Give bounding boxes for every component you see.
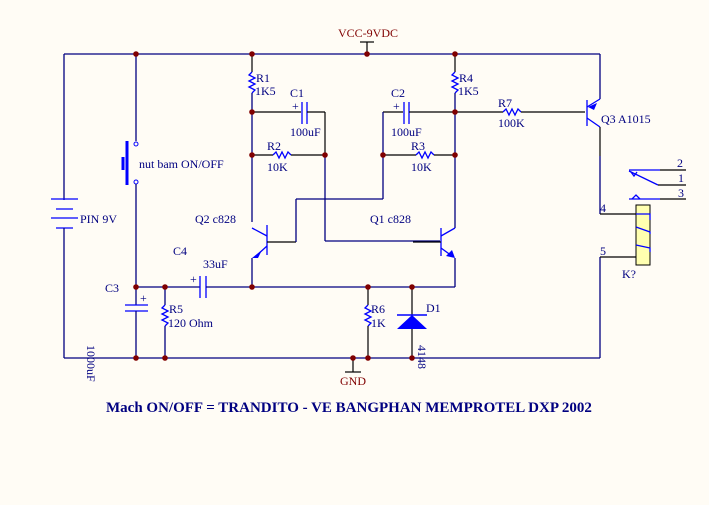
junction bbox=[133, 284, 139, 290]
vcc-label: VCC-9VDC bbox=[338, 26, 398, 40]
junction bbox=[162, 284, 168, 290]
c4-ref: C4 bbox=[173, 244, 187, 258]
r7-value: 100K bbox=[498, 116, 525, 130]
q2-label: Q2 c828 bbox=[195, 212, 236, 226]
r1-ref: R1 bbox=[256, 71, 270, 85]
battery: PIN 9V bbox=[51, 54, 117, 358]
junction bbox=[409, 284, 415, 290]
relay-k: 2 1 3 4 5 K? bbox=[599, 156, 686, 358]
vcc-rail: VCC-9VDC bbox=[64, 26, 600, 55]
r3-ref: R3 bbox=[411, 139, 425, 153]
r2-value: 10K bbox=[267, 160, 288, 174]
junctions bbox=[133, 51, 458, 361]
junction bbox=[365, 284, 371, 290]
r4-value: 1K5 bbox=[458, 84, 479, 98]
relay-pin-3: 3 bbox=[678, 186, 684, 200]
switch-label: nut bam ON/OFF bbox=[139, 157, 224, 171]
junction bbox=[249, 152, 255, 158]
battery-label: PIN 9V bbox=[80, 212, 117, 226]
c4-polarity: + bbox=[190, 272, 197, 286]
capacitor-c3: + C3 1000uF bbox=[84, 281, 148, 382]
c3-ref: C3 bbox=[105, 281, 119, 295]
c3-polarity: + bbox=[140, 291, 147, 305]
r4-ref: R4 bbox=[459, 71, 473, 85]
transistor-q2: Q2 c828 bbox=[195, 198, 383, 287]
resistor-r5: R5 120 Ohm bbox=[136, 286, 214, 358]
r1-value: 1K5 bbox=[255, 84, 276, 98]
junction bbox=[322, 152, 328, 158]
d1-value: 4148 bbox=[415, 345, 429, 369]
junction bbox=[133, 51, 139, 57]
d1-ref: D1 bbox=[426, 301, 441, 315]
c4-value: 33uF bbox=[203, 257, 228, 271]
junction bbox=[364, 51, 370, 57]
resistor-r7: R7 100K bbox=[455, 96, 585, 130]
junction bbox=[249, 109, 255, 115]
r5-value: 120 Ohm bbox=[168, 316, 214, 330]
transistor-q3: Q3 A1015 bbox=[586, 54, 651, 215]
relay-pin-1: 1 bbox=[678, 171, 684, 185]
junction bbox=[452, 152, 458, 158]
r7-ref: R7 bbox=[498, 96, 512, 110]
c2-polarity: + bbox=[393, 99, 400, 113]
c3-value: 1000uF bbox=[84, 345, 98, 382]
junction bbox=[380, 152, 386, 158]
gnd-label: GND bbox=[340, 374, 366, 388]
r2-ref: R2 bbox=[267, 139, 281, 153]
r5-ref: R5 bbox=[169, 302, 183, 316]
capacitor-c1: + C1 100uF bbox=[252, 86, 326, 155]
junction bbox=[249, 284, 255, 290]
gnd-rail: GND bbox=[64, 357, 600, 388]
c2-value: 100uF bbox=[391, 125, 422, 139]
r6-ref: R6 bbox=[371, 302, 385, 316]
junction bbox=[133, 355, 139, 361]
q1-label: Q1 c828 bbox=[370, 212, 411, 226]
junction bbox=[350, 355, 356, 361]
r6-value: 1K bbox=[371, 316, 386, 330]
relay-pin-4: 4 bbox=[600, 201, 606, 215]
c1-polarity: + bbox=[292, 99, 299, 113]
resistor-r3: R3 10K bbox=[383, 139, 455, 174]
push-button-switch: nut bam ON/OFF bbox=[121, 54, 224, 287]
c1-value: 100uF bbox=[290, 125, 321, 139]
resistor-r2: R2 10K bbox=[252, 139, 440, 242]
c1-ref: C1 bbox=[290, 86, 304, 100]
relay-ref: K? bbox=[622, 267, 636, 281]
relay-pin-2: 2 bbox=[677, 156, 683, 170]
junction bbox=[452, 51, 458, 57]
junction bbox=[452, 109, 458, 115]
diode-d1: D1 4148 bbox=[397, 287, 441, 369]
relay-pin-5: 5 bbox=[600, 244, 606, 258]
resistor-r6: R6 1K bbox=[363, 287, 386, 358]
q3-label: Q3 A1015 bbox=[601, 112, 651, 126]
capacitor-c4: + C4 33uF bbox=[173, 244, 252, 298]
junction bbox=[249, 51, 255, 57]
transistor-q1: Q1 c828 bbox=[370, 212, 456, 287]
junction bbox=[365, 355, 371, 361]
resistor-r4: R4 1K5 bbox=[450, 54, 479, 228]
c2-ref: C2 bbox=[391, 86, 405, 100]
junction bbox=[162, 355, 168, 361]
resistor-r1: R1 1K5 bbox=[247, 54, 276, 222]
schematic-title: Mach ON/OFF = TRANDITO - VE BANGPHAN MEM… bbox=[106, 400, 592, 416]
junction bbox=[409, 355, 415, 361]
r3-value: 10K bbox=[411, 160, 432, 174]
